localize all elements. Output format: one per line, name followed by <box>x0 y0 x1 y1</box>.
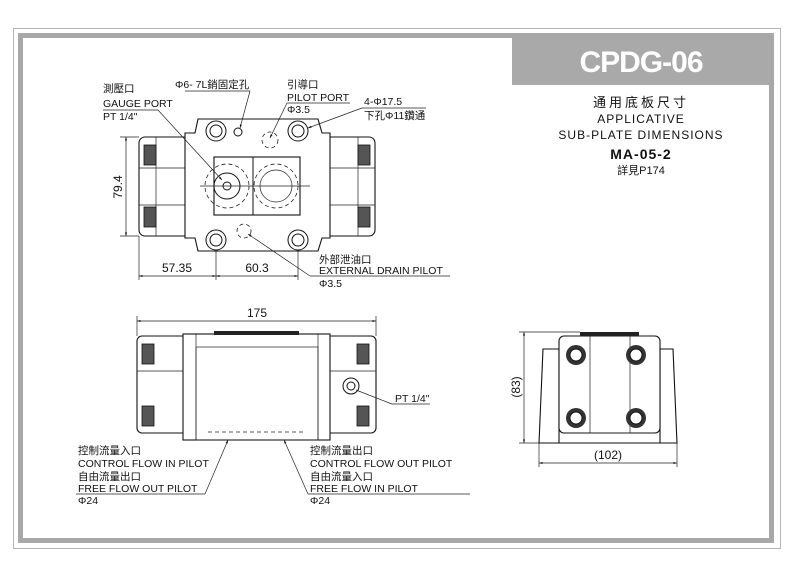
right-cn-1: 控制流量出口 <box>310 444 373 457</box>
bolt-holes-label-1: 4-Φ17.5 <box>364 96 402 108</box>
dim-pitch: 60.3 <box>245 261 269 275</box>
dim-width-front: 175 <box>247 306 267 320</box>
gauge-port-en: GAUGE PORT <box>103 98 173 110</box>
left-size: Φ24 <box>78 495 98 507</box>
left-cn-1: 控制流量入口 <box>78 444 141 457</box>
right-cn-2: 自由流量入口 <box>310 470 373 483</box>
right-size: Φ24 <box>310 495 330 507</box>
pin-hole-label: Φ6- 7L銷固定孔 <box>175 78 250 91</box>
side-view <box>538 332 678 444</box>
gauge-port-size: PT 1/4" <box>103 111 138 123</box>
gauge-port-cn: 測壓口 <box>103 82 135 95</box>
subtitle-en-1: APPLICATIVE <box>597 112 684 126</box>
front-view <box>136 331 377 441</box>
pilot-port-size: Φ3.5 <box>287 104 310 116</box>
subtitle-cn: 通用底板尺寸 <box>593 95 689 110</box>
left-en-2: FREE FLOW OUT PILOT <box>78 483 198 495</box>
dim-height-side: (83) <box>509 376 523 397</box>
drain-cn: 外部泄油口 <box>319 253 372 266</box>
pilot-port-en: PILOT PORT <box>287 92 350 104</box>
drain-size: Φ3.5 <box>319 278 342 290</box>
right-en-2: FREE FLOW IN PILOT <box>310 483 419 495</box>
outer-frame <box>13 28 781 549</box>
left-en-1: CONTROL FLOW IN PILOT <box>78 458 209 470</box>
pin-hole <box>233 127 243 137</box>
top-view <box>138 118 376 252</box>
subplate-model: MA-05-2 <box>610 146 671 162</box>
reference-page: 詳見P174 <box>617 163 665 177</box>
inner-frame <box>18 33 774 543</box>
side-bolts <box>566 345 646 428</box>
dim-height-top: 79.4 <box>111 175 125 199</box>
pilot-port-cn: 引導口 <box>287 78 319 91</box>
bolt-holes-label-2: 下孔Φ11鑽通 <box>364 109 426 122</box>
right-en-1: CONTROL FLOW OUT PILOT <box>310 458 453 470</box>
title-banner <box>512 38 771 85</box>
model-title: CPDG-06 <box>579 46 702 79</box>
left-cn-2: 自由流量出口 <box>78 470 141 483</box>
subtitle-en-2: SUB-PLATE DIMENSIONS <box>558 128 723 142</box>
dim-left: 57.35 <box>162 261 192 275</box>
dim-width-side: (102) <box>594 448 622 462</box>
drain-en: EXTERNAL DRAIN PILOT <box>319 265 443 277</box>
front-port-label: PT 1/4" <box>395 393 430 405</box>
